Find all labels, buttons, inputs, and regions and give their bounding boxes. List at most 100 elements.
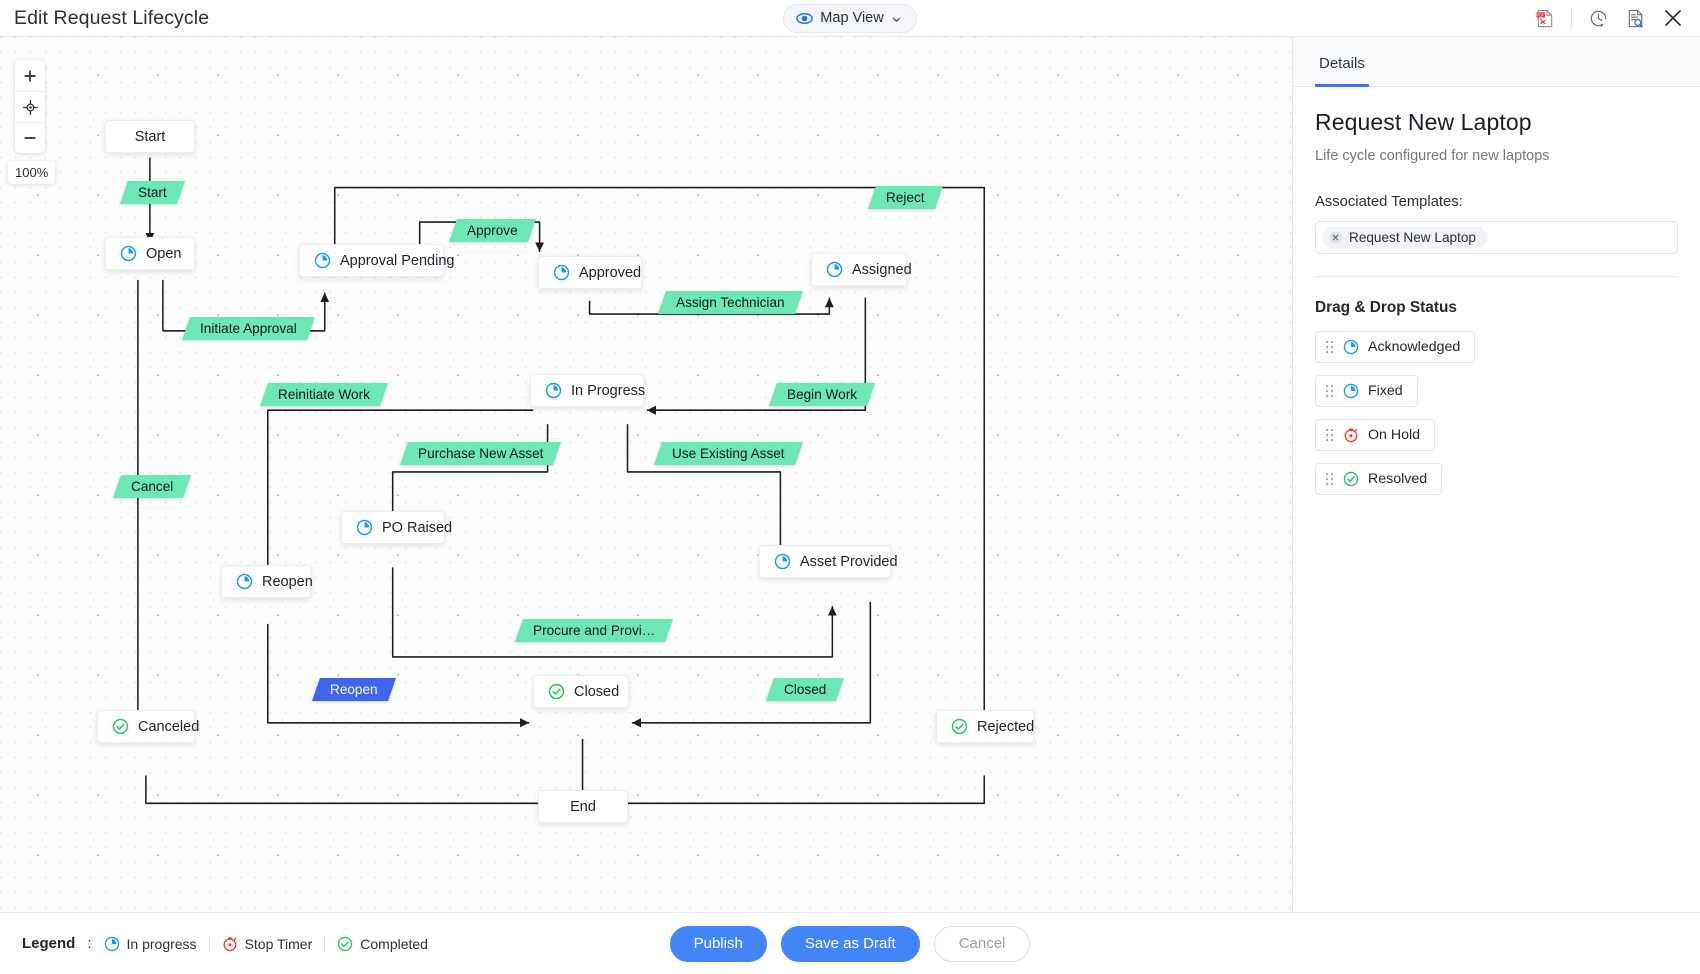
node-inprogress[interactable]: In Progress xyxy=(530,374,645,407)
node-assetprov[interactable]: Asset Provided xyxy=(759,545,898,578)
node-closed[interactable]: Closed xyxy=(533,675,629,708)
header-actions: PDF xyxy=(1534,7,1700,29)
transition-label[interactable]: Reinitiate Work xyxy=(260,383,388,406)
node-canceled[interactable]: Canceled xyxy=(97,710,199,743)
status-chip[interactable]: On Hold xyxy=(1315,419,1436,451)
transition-label-text: Closed xyxy=(784,682,827,697)
zoom-out-button[interactable] xyxy=(15,122,45,153)
transition-label-text: Use Existing Asset xyxy=(672,446,785,461)
page-title: Edit Request Lifecycle xyxy=(14,6,210,29)
drag-handle-icon[interactable] xyxy=(1325,384,1334,398)
node-label: Closed xyxy=(574,683,620,700)
node-reopen[interactable]: Reopen xyxy=(221,565,313,598)
in-progress-icon xyxy=(1343,383,1359,399)
transition-label-text: Purchase New Asset xyxy=(418,446,544,461)
drag-handle-icon[interactable] xyxy=(1325,472,1334,486)
node-approved[interactable]: Approved xyxy=(538,256,642,289)
completed-icon xyxy=(337,936,353,952)
in-progress-icon xyxy=(545,382,562,399)
map-view-button[interactable]: Map View xyxy=(783,3,917,33)
node-open[interactable]: Open xyxy=(105,237,195,270)
node-poraised[interactable]: PO Raised xyxy=(341,511,452,544)
completed-icon xyxy=(951,718,968,735)
transition-label-text: Procure and Provi… xyxy=(533,623,656,638)
save-as-draft-button[interactable]: Save as Draft xyxy=(780,925,920,962)
transition-label[interactable]: Procure and Provi… xyxy=(515,619,674,642)
zoom-controls[interactable] xyxy=(15,60,45,153)
status-chip[interactable]: Acknowledged xyxy=(1315,331,1476,363)
node-start[interactable]: Start xyxy=(105,120,195,153)
legend-item: Stop Timer xyxy=(222,935,313,952)
node-label: Approved xyxy=(579,264,642,281)
map-view-label: Map View xyxy=(820,10,884,26)
node-rejected[interactable]: Rejected xyxy=(936,710,1034,743)
node-label: End xyxy=(570,798,596,815)
transition-label[interactable]: Initiate Approval xyxy=(182,317,315,340)
legend-item-label: Stop Timer xyxy=(244,935,313,952)
node-approval[interactable]: Approval Pending xyxy=(299,244,454,277)
status-chip-label: Acknowledged xyxy=(1368,339,1461,355)
in-progress-icon xyxy=(236,573,253,590)
transition-label[interactable]: Reject xyxy=(868,186,943,209)
document-search-icon[interactable] xyxy=(1625,8,1646,29)
chevron-down-icon xyxy=(891,13,902,24)
legend-item-label: In progress xyxy=(126,935,197,952)
node-label: Approval Pending xyxy=(340,252,455,269)
transition-label[interactable]: Reopen xyxy=(312,678,396,701)
publish-button[interactable]: Publish xyxy=(669,925,767,962)
drag-handle-icon[interactable] xyxy=(1325,340,1334,354)
close-icon[interactable] xyxy=(1662,7,1684,29)
header-center-group: Map View xyxy=(0,3,1700,33)
transition-label[interactable]: Cancel xyxy=(113,475,192,498)
panel-divider xyxy=(1315,276,1678,277)
transition-label[interactable]: Assign Technician xyxy=(658,291,803,314)
in-progress-icon xyxy=(774,553,791,570)
legend-separator xyxy=(324,935,326,952)
transition-label-text: Reinitiate Work xyxy=(278,387,370,402)
status-chip[interactable]: Resolved xyxy=(1315,463,1443,495)
close-icon[interactable] xyxy=(1329,231,1342,244)
fit-to-screen-icon[interactable] xyxy=(15,91,45,122)
associated-templates-field[interactable]: Request New Laptop xyxy=(1315,221,1678,254)
transition-label-text: Assign Technician xyxy=(676,295,785,310)
node-assigned[interactable]: Assigned xyxy=(811,253,912,286)
drag-handle-icon[interactable] xyxy=(1325,428,1334,442)
app-header: Edit Request Lifecycle Map View PDF xyxy=(0,0,1700,37)
in-progress-icon xyxy=(120,245,137,262)
transition-label[interactable]: Start xyxy=(120,181,185,204)
tab-details[interactable]: Details xyxy=(1315,37,1369,87)
status-chip[interactable]: Fixed xyxy=(1315,375,1418,407)
status-chip-label: Resolved xyxy=(1368,471,1428,487)
transition-label[interactable]: Approve xyxy=(449,219,536,242)
cancel-button[interactable]: Cancel xyxy=(933,925,1031,962)
header-divider xyxy=(1571,7,1572,29)
transition-label-text: Approve xyxy=(467,223,518,238)
drag-drop-status-title: Drag & Drop Status xyxy=(1315,299,1457,316)
completed-icon xyxy=(548,683,565,700)
completed-icon xyxy=(1343,471,1359,487)
transition-label-text: Begin Work xyxy=(787,387,858,402)
transition-label[interactable]: Closed xyxy=(766,678,845,701)
node-label: Rejected xyxy=(977,718,1035,735)
pdf-export-icon[interactable]: PDF xyxy=(1534,8,1555,29)
in-progress-icon xyxy=(314,252,331,269)
template-chip-label: Request New Laptop xyxy=(1349,230,1476,245)
transition-label[interactable]: Purchase New Asset xyxy=(400,442,562,465)
transition-label[interactable]: Begin Work xyxy=(769,383,875,406)
status-chip-label: Fixed xyxy=(1368,383,1403,399)
eye-icon xyxy=(796,10,814,27)
history-clock-icon[interactable] xyxy=(1588,8,1609,29)
transition-label-text: Start xyxy=(138,185,167,200)
node-end[interactable]: End xyxy=(538,790,628,823)
zoom-in-button[interactable] xyxy=(15,60,45,91)
node-label: Start xyxy=(134,128,166,145)
template-chip[interactable]: Request New Laptop xyxy=(1322,227,1488,248)
stop-timer-icon xyxy=(1343,427,1359,443)
transition-label[interactable]: Use Existing Asset xyxy=(654,442,803,465)
